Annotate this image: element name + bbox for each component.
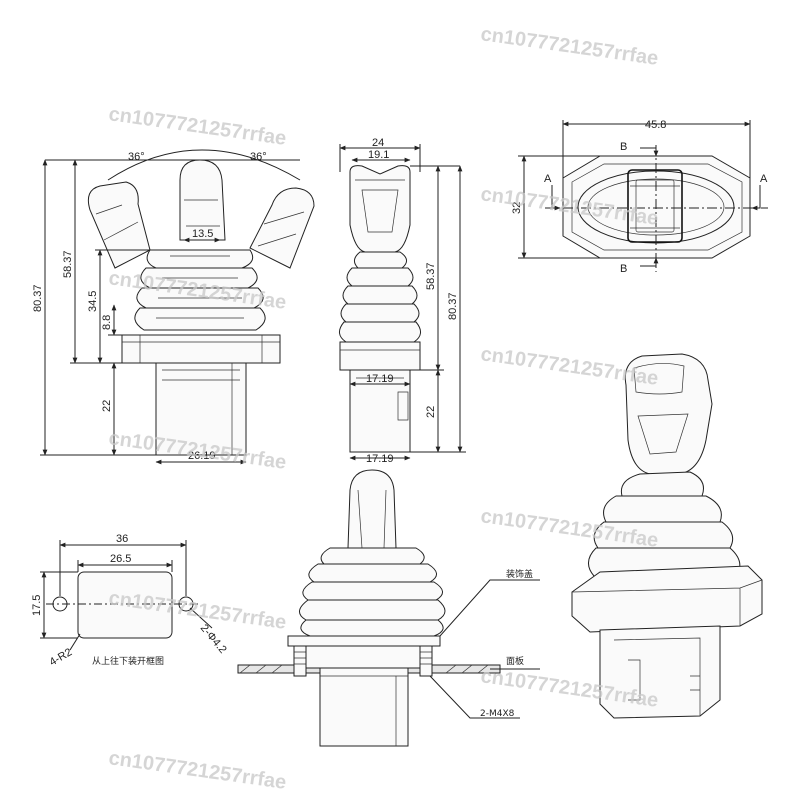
watermark: cn1077721257rrfae: [107, 103, 287, 150]
top-height: 32: [511, 202, 523, 214]
isometric-view: [571, 353, 763, 719]
side-width-outer: 24: [372, 137, 384, 149]
section-b-top: B: [620, 141, 627, 153]
section-b-bottom: B: [620, 263, 627, 275]
front-angle-right: 36°: [250, 151, 267, 163]
top-dimensions: [518, 120, 751, 259]
top-section-lines: [545, 145, 768, 272]
install-leaders: [429, 579, 540, 719]
watermark: cn1077721257rrfae: [107, 747, 287, 794]
section-a-right: A: [760, 173, 768, 185]
section-a-left: A: [544, 173, 552, 185]
top-width: 45.8: [645, 119, 666, 131]
side-width-inner: 19.1: [368, 149, 389, 161]
panel-label: 面板: [506, 655, 524, 667]
watermark: cn1077721257rrfae: [479, 343, 659, 390]
side-view: 24 19.1 58.37 80.37 22 17.19 17.19: [339, 137, 466, 465]
front-base: [121, 334, 281, 456]
cover-label: 装饰盖: [506, 568, 533, 580]
iso-flange: [571, 565, 763, 633]
install-section: 装饰盖 面板 2-M4X8: [237, 469, 540, 747]
side-width-base: 17.19: [366, 453, 394, 465]
side-width-neck: 17.19: [366, 373, 394, 385]
side-handle: [349, 165, 411, 253]
side-dimensions: [339, 144, 466, 461]
side-height-upper: 58.37: [425, 262, 437, 290]
front-top-width: 13.5: [192, 228, 213, 240]
cutout-caption: 从上往下装开框图: [92, 655, 164, 667]
front-base-width: 26.19: [188, 450, 216, 462]
cutout-holes: 2-Φ4.2: [198, 622, 229, 656]
install-bellows: [299, 547, 446, 637]
front-view: 80.37 58.37 34.5 8.8 22 36° 36° 13.5 26.…: [32, 149, 315, 465]
iso-bellows: [588, 471, 741, 584]
side-bellows: [339, 251, 421, 343]
front-height-lower: 22: [101, 400, 113, 412]
side-height-lower: 22: [425, 406, 437, 418]
front-flange: 8.8: [101, 315, 113, 330]
front-height-boot: 34.5: [87, 291, 99, 312]
front-height-total: 80.37: [32, 284, 44, 312]
front-angle-left: 36°: [128, 151, 145, 163]
front-bellows: [134, 249, 266, 331]
watermark: cn1077721257rrfae: [479, 23, 659, 70]
cutout-width-inner: 26.5: [110, 553, 131, 565]
cutout-dimensions: [40, 540, 213, 651]
iso-handle: [624, 353, 713, 475]
side-base: [339, 341, 421, 453]
front-height-upper: 58.37: [62, 250, 74, 278]
cutout-height: 17.5: [31, 595, 43, 616]
cutout-width-outer: 36: [116, 533, 128, 545]
front-dimensions: [40, 149, 301, 465]
install-base: [319, 667, 409, 747]
top-view: 45.8 32 A A B B: [511, 119, 768, 275]
screws-label: 2-M4X8: [480, 709, 515, 719]
install-stem: [347, 469, 397, 549]
front-paddles: [87, 159, 315, 269]
side-height-total: 80.37: [447, 292, 459, 320]
iso-base: [599, 625, 721, 719]
